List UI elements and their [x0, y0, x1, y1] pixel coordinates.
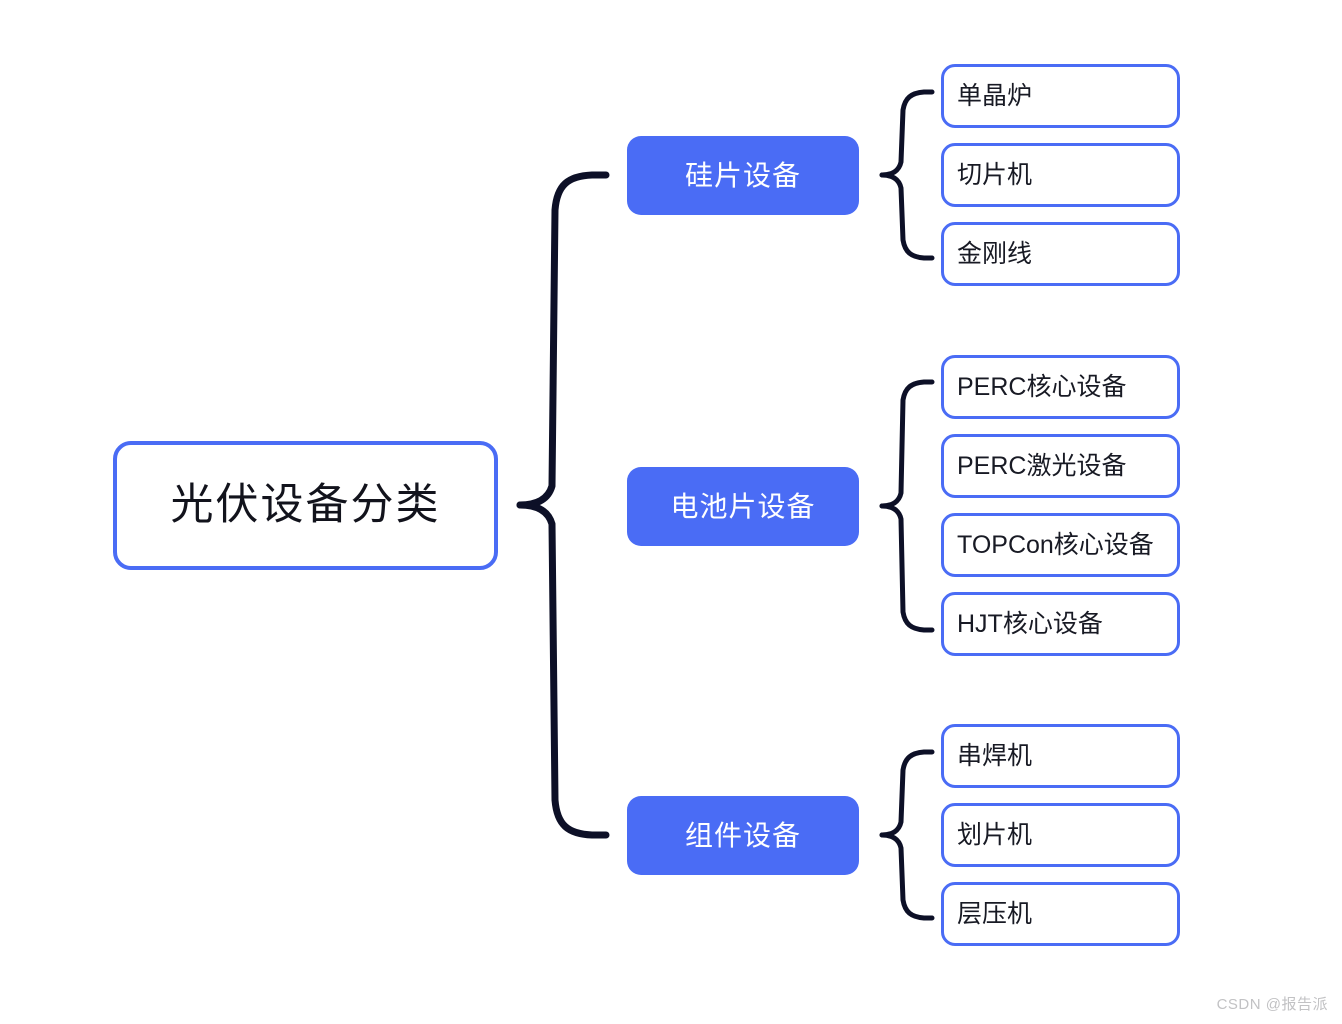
branch-node-label: 电池片设备 — [670, 490, 816, 522]
branch-node-label: 组件设备 — [684, 819, 801, 851]
leaf-node-label: 串焊机 — [957, 741, 1033, 770]
leaf-node-label: 单晶炉 — [957, 81, 1033, 110]
branch-brace-connector-1-lower — [879, 172, 935, 261]
leaf-node[interactable]: 切片机 — [941, 143, 1180, 207]
leaf-node[interactable]: 层压机 — [941, 882, 1180, 946]
branch-node-module[interactable]: 组件设备 — [627, 796, 859, 875]
main-brace-connector — [516, 171, 610, 509]
leaf-node[interactable]: 串焊机 — [941, 724, 1180, 788]
branch-node-silicon-wafer[interactable]: 硅片设备 — [627, 136, 859, 215]
branch-node-label: 硅片设备 — [684, 159, 801, 191]
leaf-node-label: 金刚线 — [957, 239, 1033, 268]
leaf-node[interactable]: 单晶炉 — [941, 64, 1180, 128]
leaf-node[interactable]: HJT核心设备 — [941, 592, 1180, 656]
leaf-node-label: 划片机 — [957, 820, 1033, 849]
watermark: CSDN @报告派 — [1216, 996, 1328, 1013]
branch-brace-connector-1 — [879, 89, 935, 178]
leaf-node[interactable]: TOPCon核心设备 — [941, 513, 1180, 577]
root-node[interactable]: 光伏设备分类 — [113, 441, 498, 570]
leaf-node[interactable]: PERC核心设备 — [941, 355, 1180, 419]
leaf-node-label: PERC核心设备 — [957, 372, 1127, 401]
branch-node-solar-cell[interactable]: 电池片设备 — [627, 467, 859, 546]
leaf-node-label: 切片机 — [957, 160, 1033, 189]
leaf-node[interactable]: PERC激光设备 — [941, 434, 1180, 498]
leaf-node[interactable]: 划片机 — [941, 803, 1180, 867]
main-brace-connector-lower — [516, 501, 610, 839]
branch-brace-connector-2-lower — [879, 503, 935, 633]
root-node-label: 光伏设备分类 — [170, 481, 441, 529]
leaf-node-label: TOPCon核心设备 — [957, 530, 1154, 559]
branch-brace-connector-3-lower — [879, 832, 935, 921]
leaf-node-label: PERC激光设备 — [957, 451, 1127, 480]
leaf-node-label: 层压机 — [957, 899, 1033, 928]
branch-brace-connector-3 — [879, 749, 935, 838]
leaf-node-label: HJT核心设备 — [957, 609, 1103, 638]
branch-brace-connector-2 — [879, 379, 935, 509]
leaf-node[interactable]: 金刚线 — [941, 222, 1180, 286]
